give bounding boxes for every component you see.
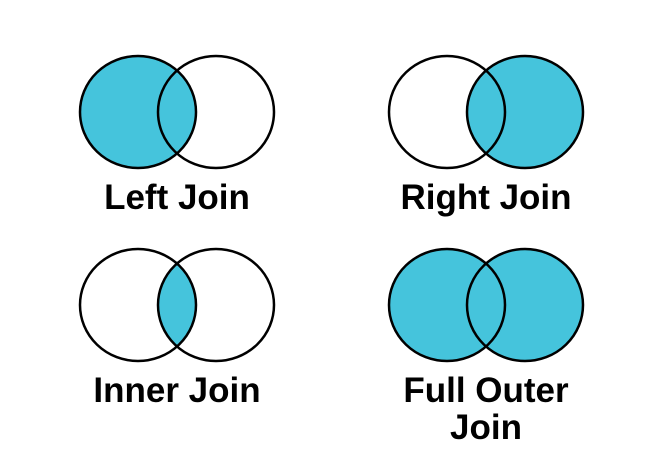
left-circle-outline	[78, 54, 198, 170]
diagram-label: Full Outer Join	[403, 371, 569, 447]
left-circle-outline	[387, 54, 507, 170]
venn-diagram	[78, 247, 276, 363]
diagram-label: Right Join	[400, 178, 572, 217]
left-circle-outline	[387, 247, 507, 363]
venn-diagram	[387, 54, 585, 170]
join-panel-bottom-right: Full Outer Join	[361, 242, 611, 446]
right-circle-outline	[156, 247, 276, 363]
diagram-label: Left Join	[104, 178, 250, 217]
right-circle-outline	[465, 54, 585, 170]
join-panel-top-left: Left Join	[52, 49, 302, 216]
right-circle-outline	[465, 247, 585, 363]
right-circle-outline	[156, 54, 276, 170]
join-panel-top-right: Right Join	[361, 49, 611, 216]
left-circle-outline	[78, 247, 198, 363]
join-panel-bottom-left: Inner Join	[52, 242, 302, 409]
diagram-label: Inner Join	[93, 371, 261, 410]
venn-diagram	[387, 247, 585, 363]
venn-diagram	[78, 54, 276, 170]
